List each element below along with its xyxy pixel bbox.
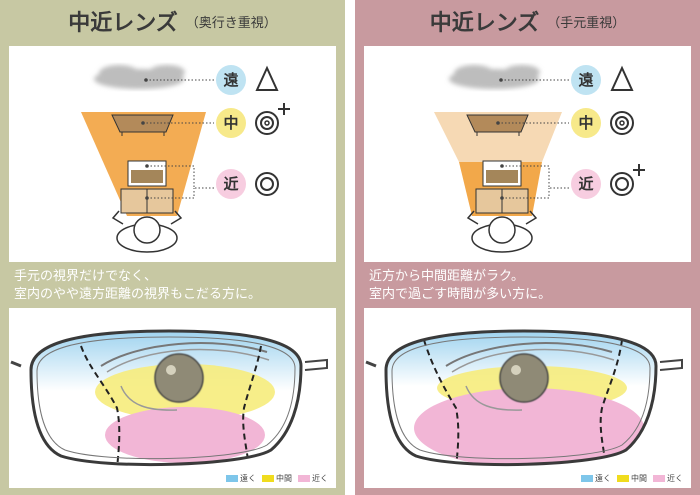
vision-cone-faint: [434, 112, 562, 162]
triangle-icon: [255, 65, 279, 91]
description-line: 近方から中間距離がラク。: [369, 269, 524, 284]
lens-diagram: 遠く 中間 近く: [9, 308, 336, 488]
person-head: [133, 216, 161, 244]
legend-mid-label: 中間: [631, 474, 647, 483]
far-badge: 遠: [216, 65, 246, 95]
description-line: 室内のやや遠方距離の視界もこだる方に。: [14, 287, 262, 302]
description: 近方から中間距離がラク。 室内で過ごす時間が多い方に。: [369, 268, 694, 304]
triangle-icon: [610, 65, 634, 91]
near-zone: [105, 407, 265, 463]
double-circle-plus-icon: [255, 103, 290, 135]
panel-title: 中近レンズ （奥行き重視）: [0, 5, 345, 41]
near-badge: 近: [216, 169, 246, 199]
legend-far-label: 遠く: [240, 474, 256, 483]
legend: 遠く 中間 近く: [226, 473, 328, 484]
mid-badge: 中: [216, 108, 246, 138]
mid-swatch: [262, 475, 274, 482]
lens-diagram: 遠く 中間 近く: [364, 308, 691, 488]
legend-mid: 中間: [617, 473, 647, 484]
far-swatch: [581, 475, 593, 482]
eye-pupil: [154, 353, 204, 403]
right-panel: 中近レンズ （手元重視）: [355, 0, 700, 495]
near-swatch: [653, 475, 665, 482]
distance-diagram: 遠 中 近: [9, 46, 336, 262]
double-circle-icon: [610, 111, 634, 135]
legend: 遠く 中間 近く: [581, 473, 683, 484]
legend-far-label: 遠く: [595, 474, 611, 483]
far-swatch: [226, 475, 238, 482]
glasses-frame: [384, 329, 658, 467]
legend-near: 近く: [653, 473, 683, 484]
legend-near-label: 近く: [667, 474, 683, 483]
left-panel: 中近レンズ （奥行き重視）: [0, 0, 345, 495]
person-head: [488, 216, 516, 244]
distant-landscape: [94, 65, 185, 89]
double-circle-plus-icon: [610, 164, 645, 196]
legend-near-label: 近く: [312, 474, 328, 483]
eye-pupil: [499, 353, 549, 403]
mid-badge: 中: [571, 108, 601, 138]
panel-title: 中近レンズ （手元重視）: [355, 5, 700, 41]
legend-mid-label: 中間: [276, 474, 292, 483]
double-circle-icon: [255, 172, 279, 196]
distant-landscape: [449, 65, 540, 89]
distance-diagram: 遠 中 近: [364, 46, 691, 262]
legend-far: 遠く: [581, 473, 611, 484]
description-line: 室内で過ごす時間が多い方に。: [369, 287, 552, 302]
legend-far: 遠く: [226, 473, 256, 484]
title-main: 中近レンズ: [429, 11, 540, 36]
near-swatch: [298, 475, 310, 482]
far-badge: 遠: [571, 65, 601, 95]
description-line: 手元の視界だけでなく、: [14, 269, 158, 284]
near-zone: [414, 388, 644, 465]
description: 手元の視界だけでなく、 室内のやや遠方距離の視界もこだる方に。: [14, 268, 339, 304]
near-badge: 近: [571, 169, 601, 199]
mid-swatch: [617, 475, 629, 482]
legend-near: 近く: [298, 473, 328, 484]
title-subtitle: （奥行き重視）: [185, 15, 277, 31]
title-subtitle: （手元重視）: [547, 15, 626, 31]
glasses-frame: [29, 329, 303, 467]
legend-mid: 中間: [262, 473, 292, 484]
title-main: 中近レンズ: [68, 11, 178, 36]
